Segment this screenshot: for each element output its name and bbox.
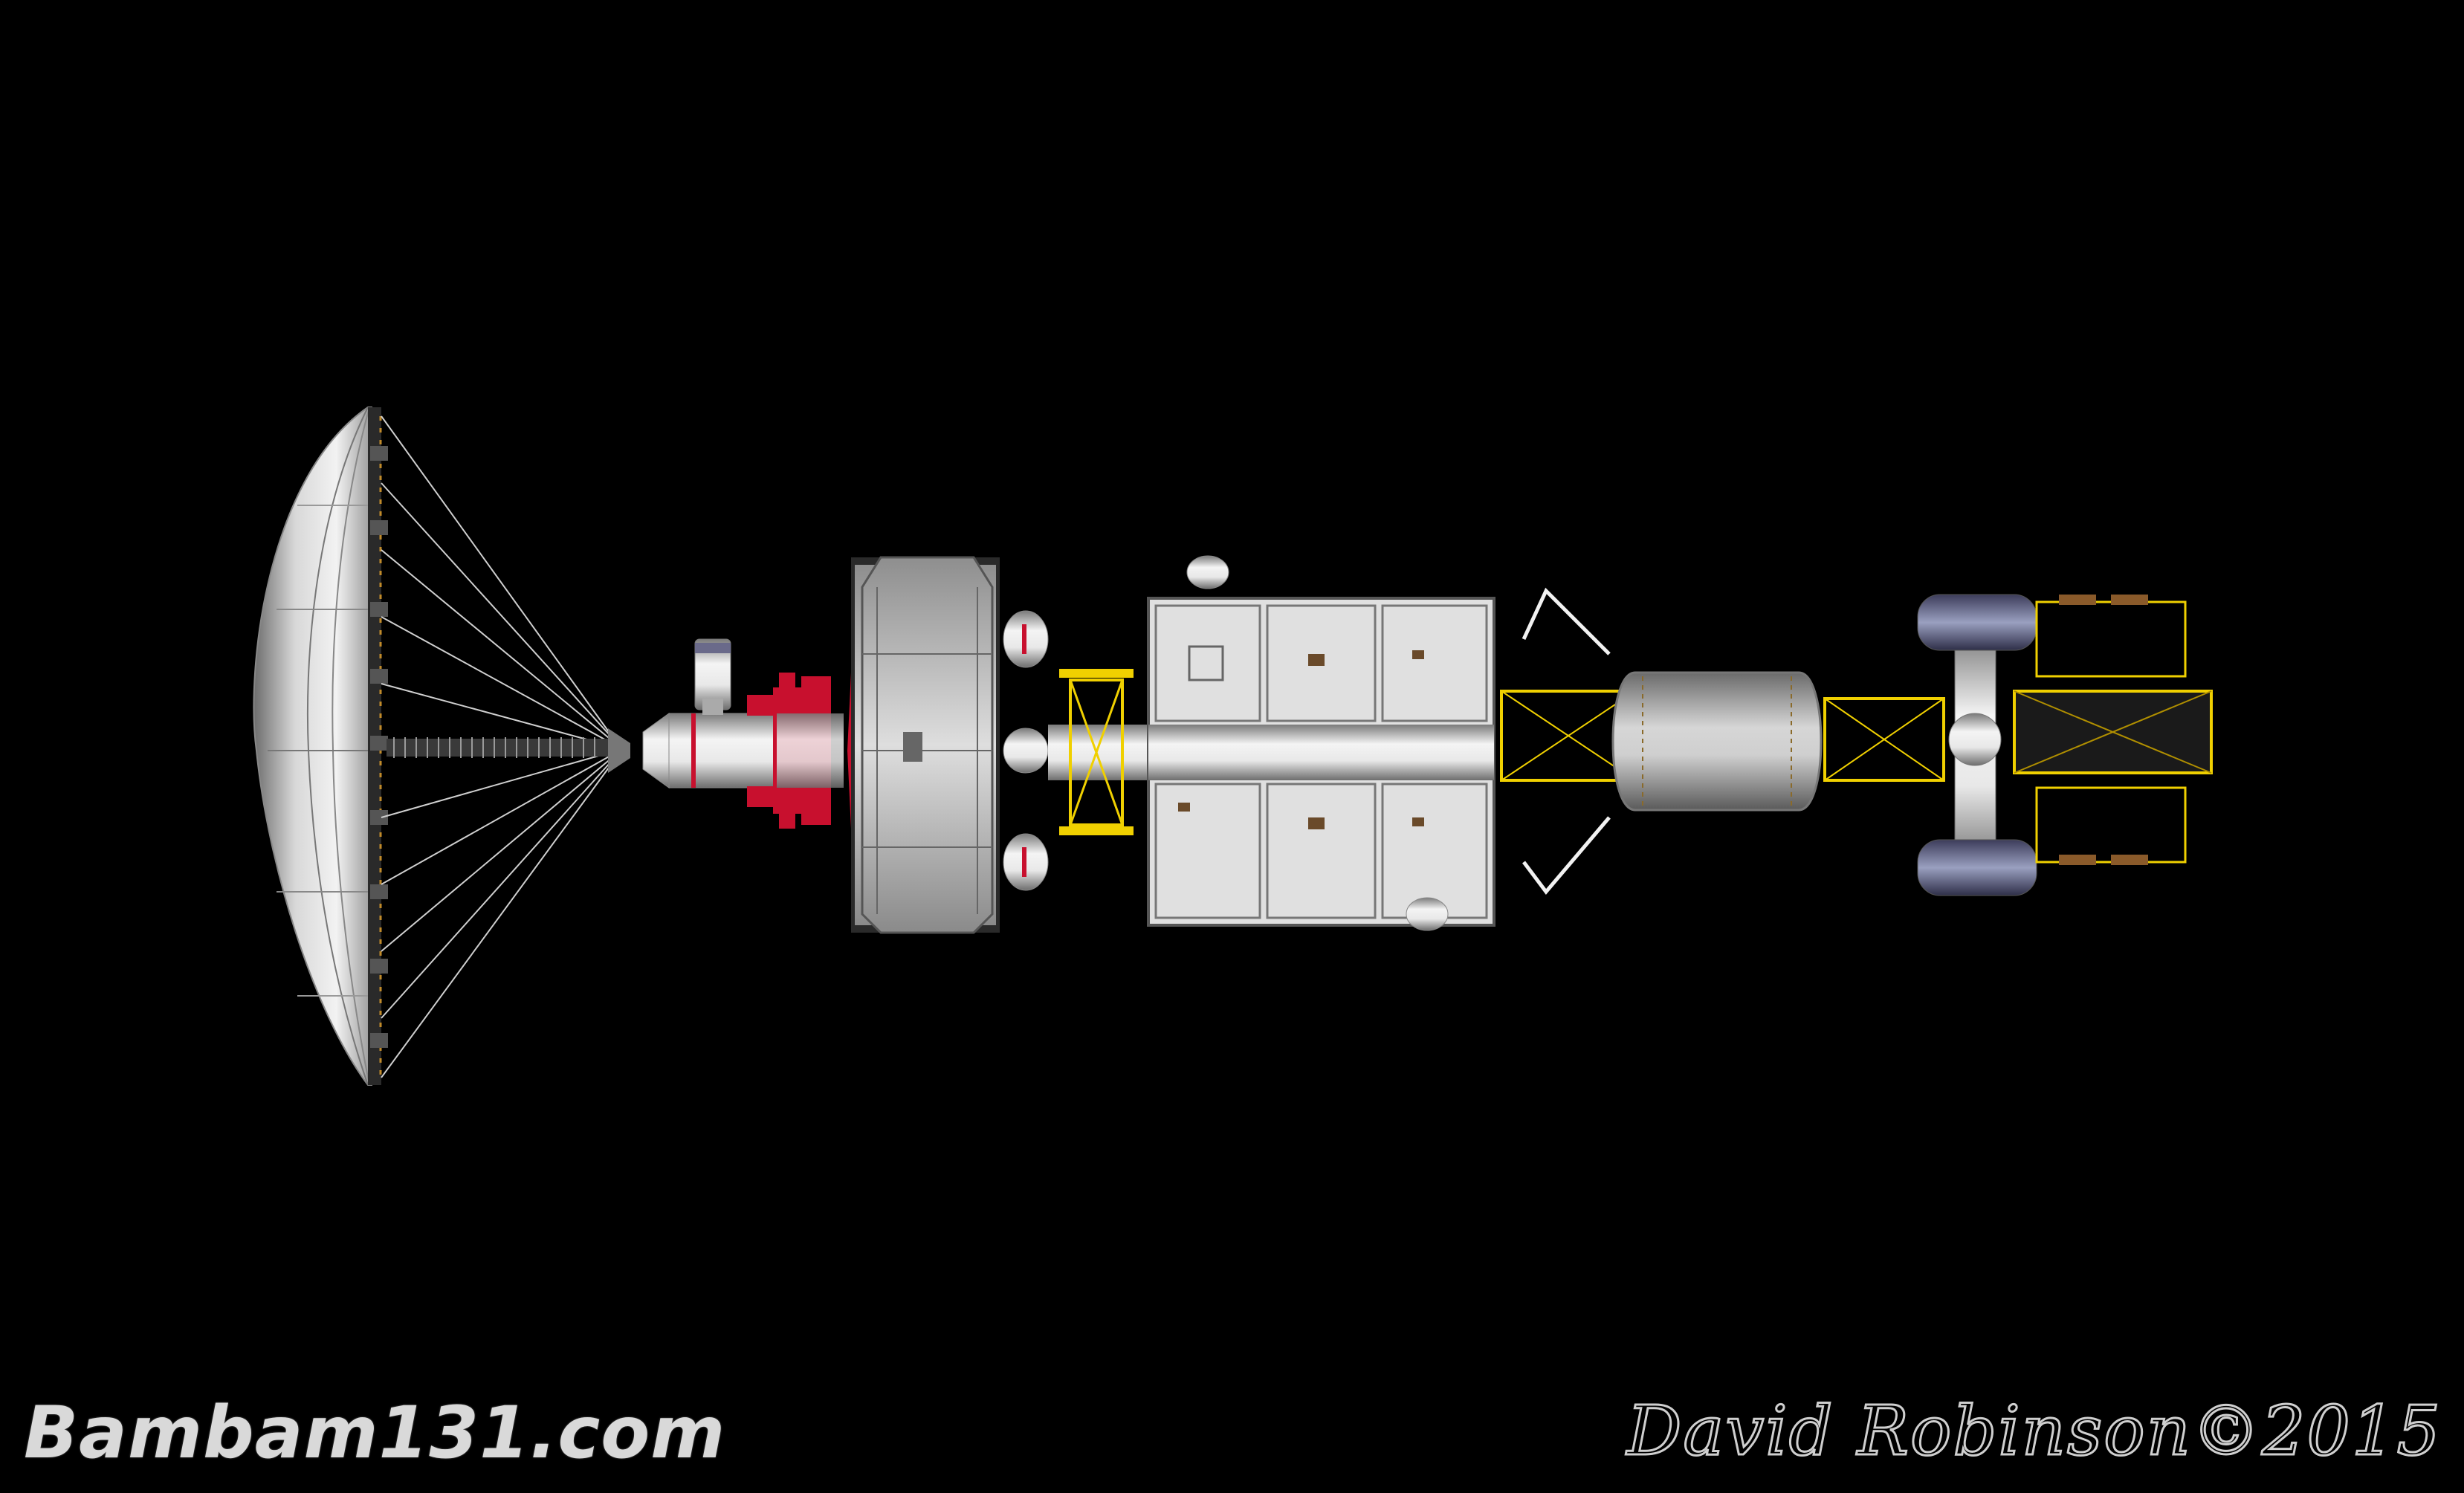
solar-array-frames: [1522, 587, 1611, 896]
spherical-tank: [1500, 671, 1945, 812]
cargo-container-block: [1147, 555, 1495, 931]
engine-module: [642, 638, 844, 829]
yellow-truss-docking: [1048, 669, 1152, 835]
habitat-drum: [847, 556, 1049, 934]
parabolic-dish-shield: [253, 407, 630, 1086]
artist-credit: David Robinson©2015: [1626, 1391, 2442, 1471]
balloon-tanks: [1917, 594, 2213, 896]
site-watermark: Bambam131.com: [24, 1391, 726, 1474]
